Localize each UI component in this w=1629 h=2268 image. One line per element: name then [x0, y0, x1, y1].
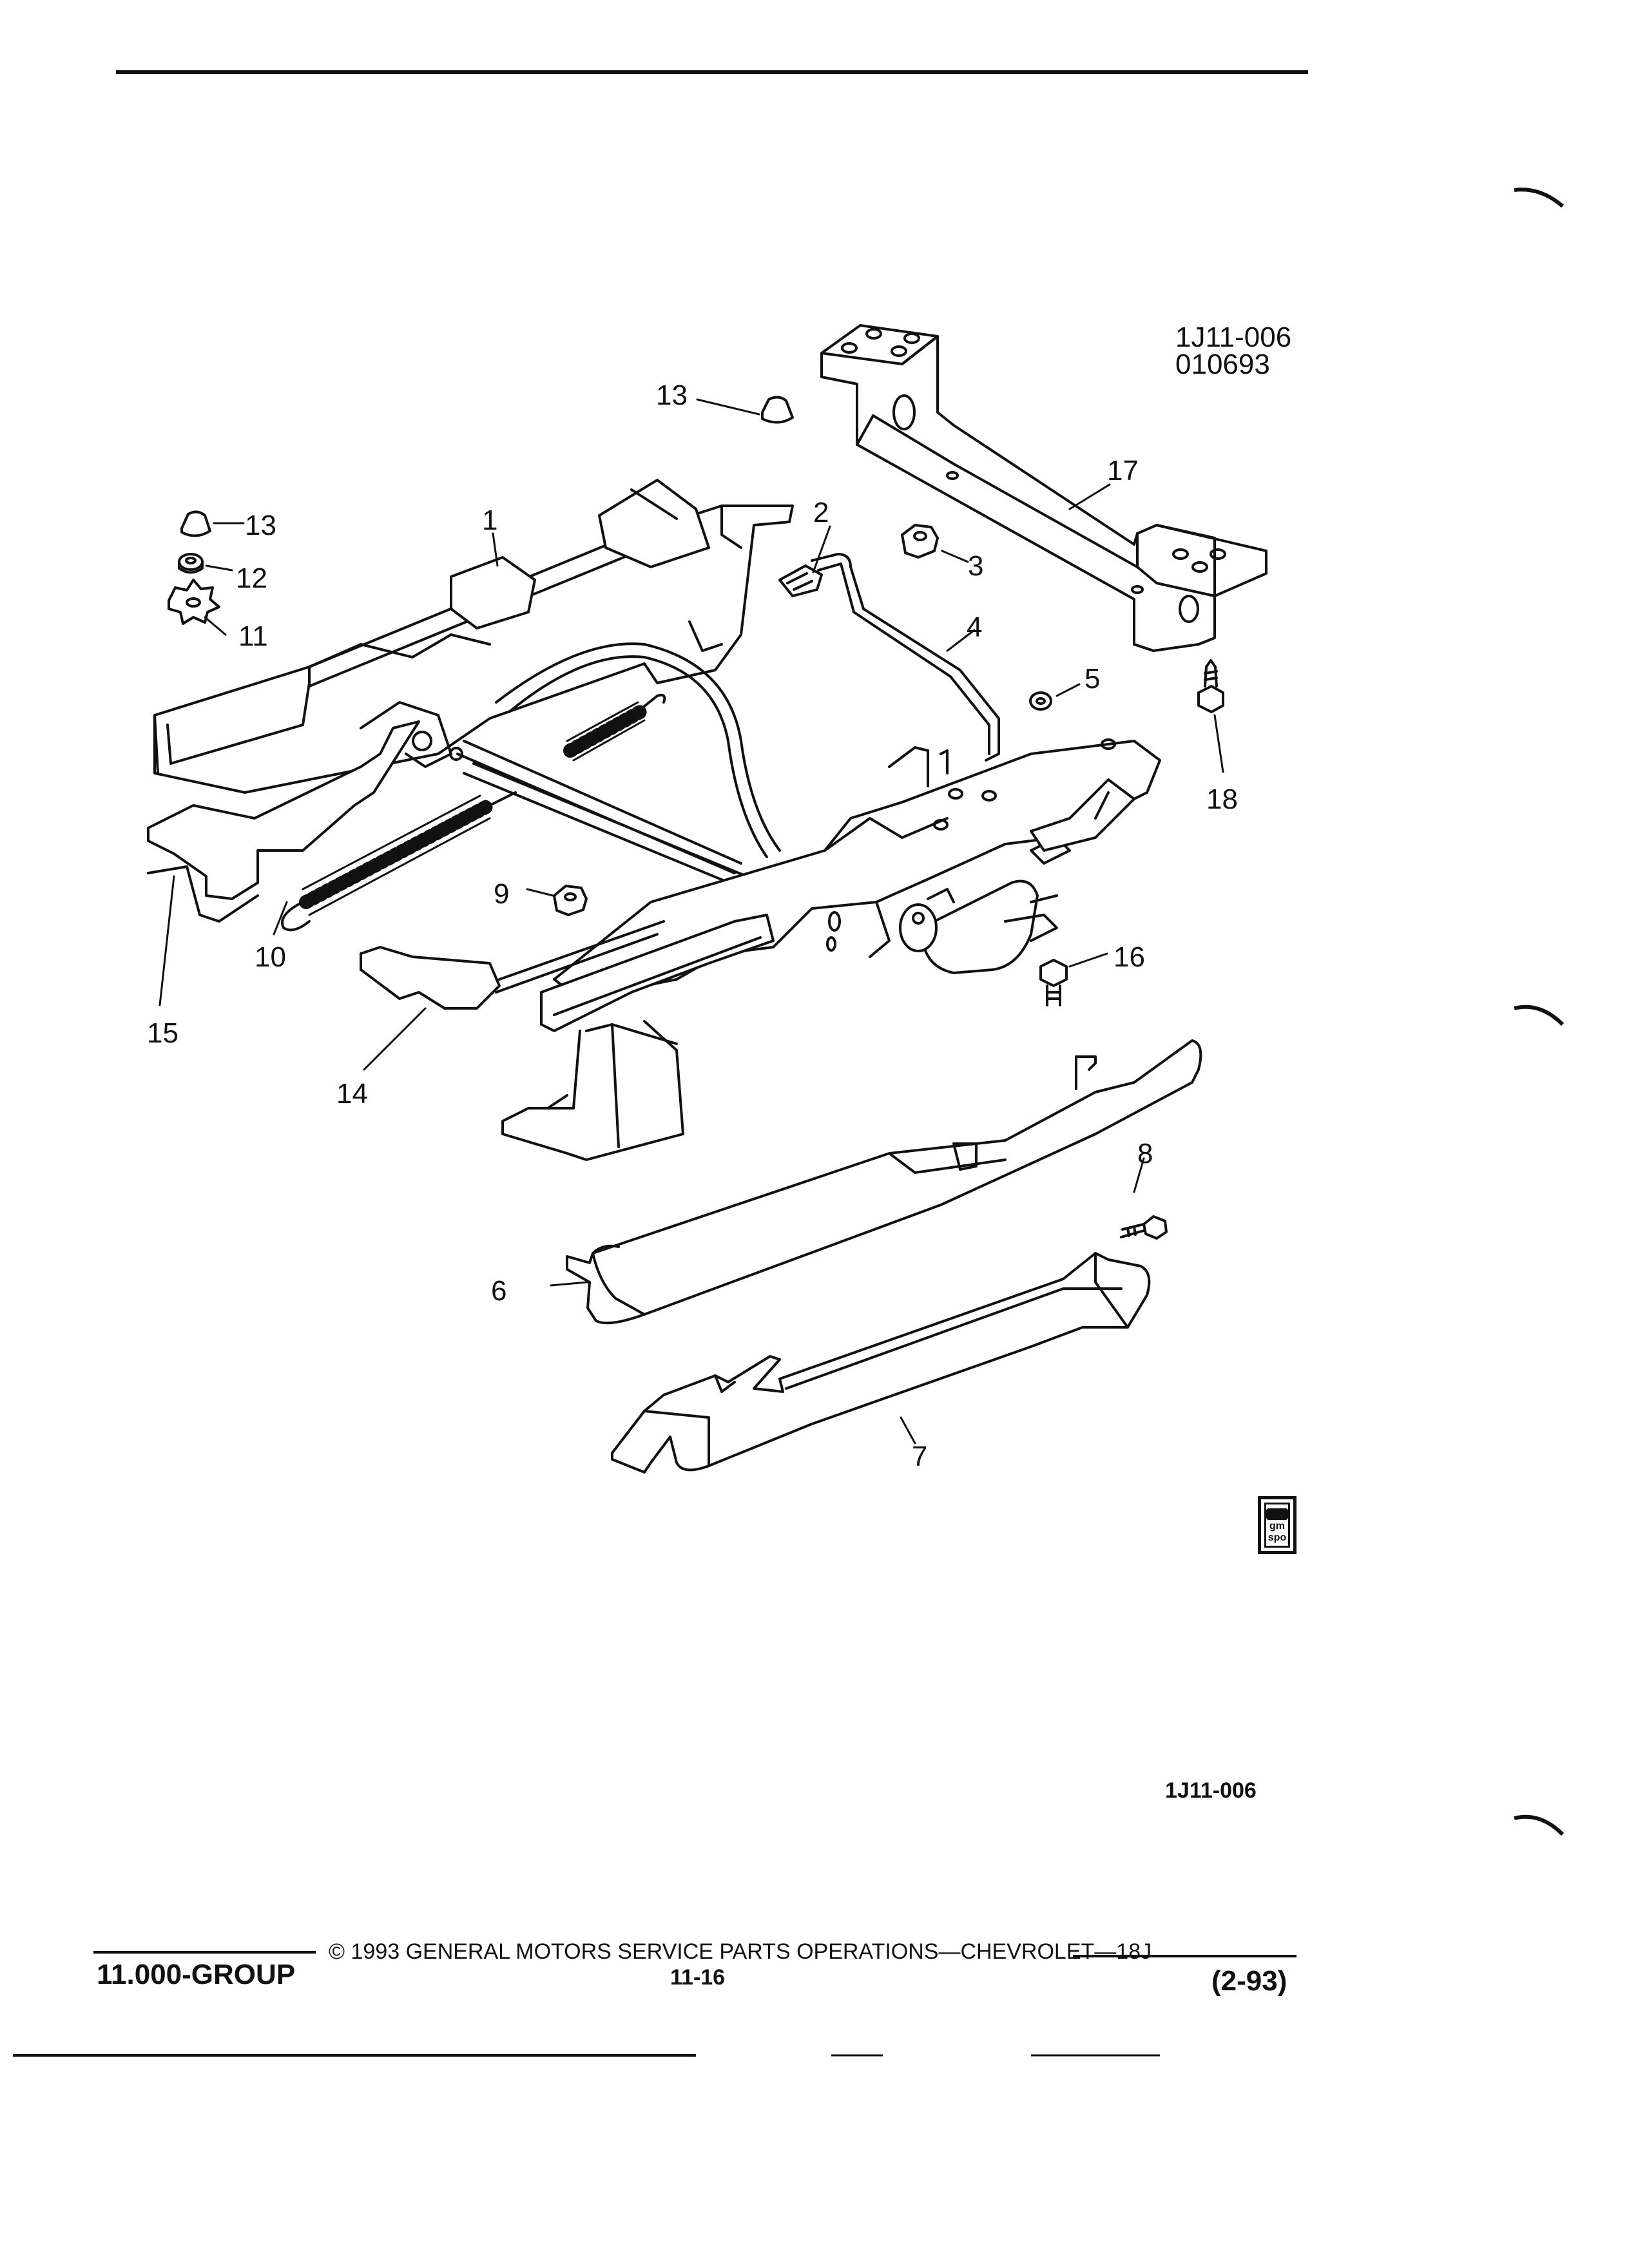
callout-2: 2 [813, 497, 829, 528]
part-11-star-nut [168, 579, 220, 625]
lower-track-riser [501, 914, 775, 1161]
figure-bottom-ref: 1J11-006 [1165, 1778, 1257, 1803]
callout-17: 17 [1107, 455, 1139, 486]
part-4-rod [811, 553, 1000, 762]
footer-copyright: © 1993 GENERAL MOTORS SERVICE PARTS OPER… [329, 1939, 1152, 1964]
margin-mark-3 [1514, 1814, 1565, 1836]
part-13-cap-top [761, 396, 794, 424]
callout-7: 7 [912, 1441, 927, 1472]
part-3-nut [901, 524, 939, 559]
emblem-line2: spo [1268, 1532, 1287, 1543]
recliner-actuator [899, 778, 1135, 974]
callout-6: 6 [491, 1275, 506, 1307]
footer-revision: (2-93) [1211, 1965, 1287, 1997]
callout-10: 10 [255, 941, 286, 973]
callout-13-top: 13 [656, 380, 688, 411]
part-2-fitting [778, 564, 823, 597]
gm-spo-emblem: gm spo [1258, 1496, 1296, 1554]
callout-3: 3 [968, 550, 983, 582]
callout-numbers: 1 2 3 4 5 6 7 8 9 10 11 12 13 13 14 15 1… [147, 380, 1238, 1472]
footer-page-number: 11-16 [670, 1965, 726, 1990]
part-5-washer [1029, 691, 1052, 711]
spring-rear [563, 693, 666, 762]
control-cable [495, 642, 781, 858]
callout-11: 11 [238, 620, 268, 652]
part-6-trim-cover [566, 1039, 1202, 1325]
emblem-line1: gm [1269, 1521, 1285, 1532]
callout-4: 4 [967, 611, 982, 643]
callout-14: 14 [336, 1078, 368, 1110]
cross-rod [463, 762, 771, 897]
callout-18: 18 [1206, 783, 1238, 815]
figure-ref-code: 1J11-006 [1175, 322, 1292, 353]
part-1-inner-track [153, 479, 794, 794]
margin-mark-1 [1514, 187, 1564, 208]
callout-5: 5 [1084, 663, 1100, 695]
callout-13-left: 13 [245, 510, 276, 541]
part-17-crossmember [820, 324, 1268, 652]
part-8-screw [1120, 1215, 1168, 1240]
callout-9: 9 [494, 878, 509, 910]
emblem-band [1266, 1508, 1288, 1520]
part-14-lever [360, 920, 665, 1010]
callout-1: 1 [482, 505, 497, 536]
spring-front [281, 791, 517, 932]
callout-16: 16 [1113, 941, 1145, 973]
footer-group: 11.000-GROUP [97, 1959, 296, 1990]
part-12-washer [178, 553, 204, 574]
margin-mark-2 [1514, 1004, 1565, 1026]
part-18-bolt [1197, 659, 1224, 713]
part-13-cap-left [180, 510, 211, 537]
emblem-frame [1264, 1503, 1290, 1548]
part-7-outer-cover [611, 1252, 1151, 1474]
callout-15: 15 [147, 1017, 178, 1049]
leader-lines [159, 398, 1224, 1445]
figure-date-code: 010693 [1175, 349, 1270, 380]
part-16-bolt [1039, 959, 1068, 1006]
callout-8: 8 [1137, 1138, 1153, 1169]
part-9-nut [553, 885, 588, 916]
callout-12: 12 [236, 562, 267, 594]
